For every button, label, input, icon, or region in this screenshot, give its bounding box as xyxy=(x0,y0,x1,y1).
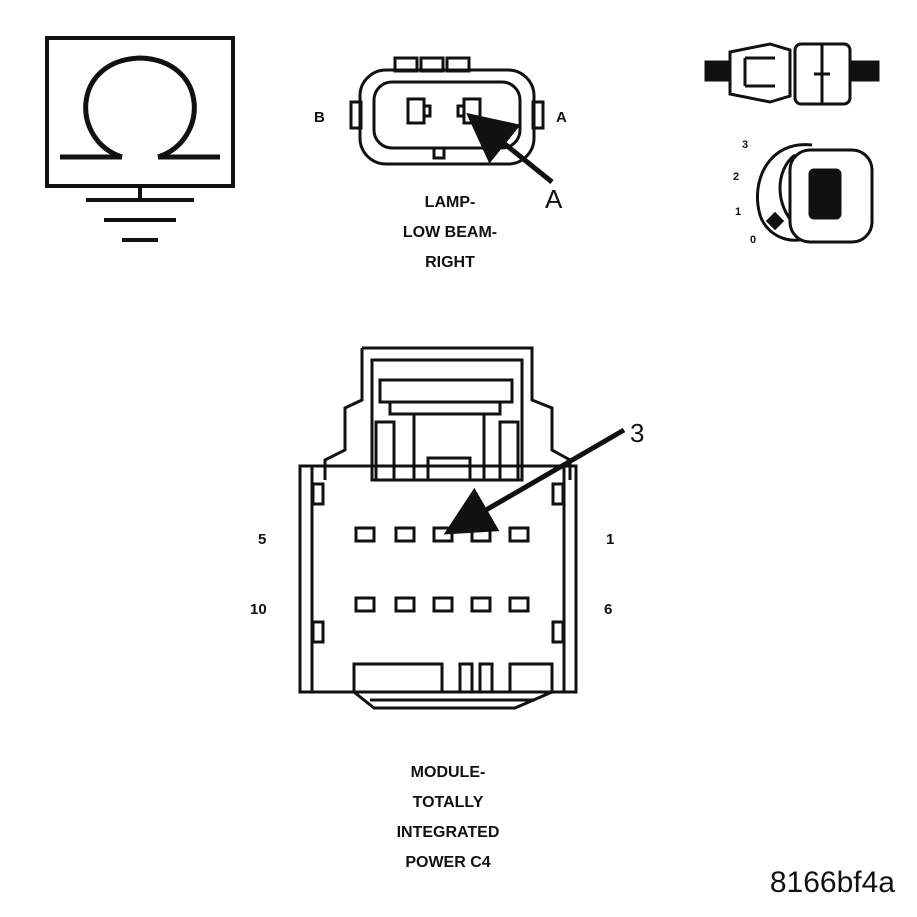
ignition-position-1: 1 xyxy=(735,206,742,218)
module-pin-10-label: 10 xyxy=(250,601,267,618)
ignition-position-2: 2 xyxy=(733,171,740,183)
lamp-pin-b-label: B xyxy=(314,109,325,126)
lamp-caption: LAMP- LOW BEAM- RIGHT xyxy=(360,188,540,278)
lamp-callout-arrow xyxy=(466,112,554,184)
lamp-pin-a-label: A xyxy=(556,109,567,126)
module-caption-line: POWER C4 xyxy=(405,854,491,871)
lamp-caption-line: LOW BEAM- xyxy=(402,224,498,241)
module-pin-6-label: 6 xyxy=(604,601,613,618)
module-pin-1-label: 1 xyxy=(606,531,615,548)
lamp-connector-icon xyxy=(349,56,545,166)
module-caption-line: TOTALLY xyxy=(412,794,484,811)
lamp-caption-line: RIGHT xyxy=(425,254,475,271)
lamp-callout-label: A xyxy=(545,184,563,214)
ignition-position-3: 3 xyxy=(742,139,749,151)
module-callout-label: 3 xyxy=(630,418,645,448)
jumper-plug-icon xyxy=(704,42,880,106)
module-callout-arrow xyxy=(443,427,626,535)
lamp-caption-line: LAMP- xyxy=(424,194,476,211)
module-connector-icon xyxy=(298,346,578,710)
module-caption: MODULE- TOTALLY INTEGRATED POWER C4 xyxy=(338,758,558,878)
ground-icon xyxy=(86,186,194,242)
module-caption-line: MODULE- xyxy=(410,764,486,781)
figure-id: 8166bf4a xyxy=(769,866,895,899)
ignition-key-label: 0 xyxy=(820,182,839,220)
module-pin-5-label: 5 xyxy=(258,531,267,548)
ohmmeter-icon xyxy=(45,36,235,188)
ignition-switch-icon xyxy=(755,143,874,244)
module-caption-line: INTEGRATED xyxy=(396,824,500,841)
ignition-position-0: 0 xyxy=(750,234,757,246)
